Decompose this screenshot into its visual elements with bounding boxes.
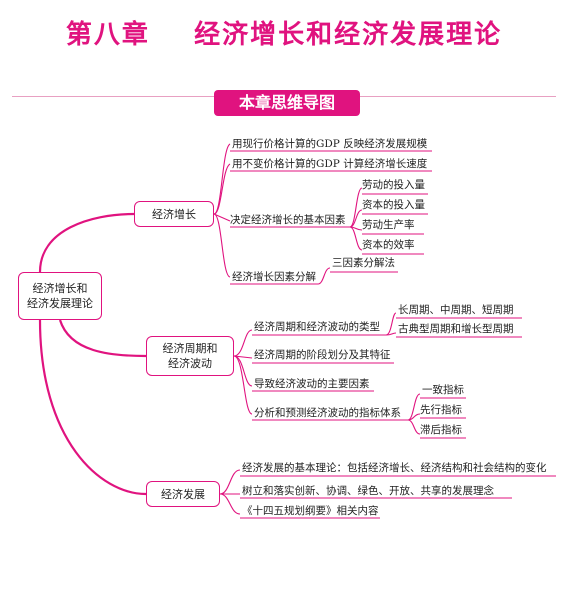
factor-capital-input: 资本的投入量 — [362, 199, 425, 211]
growth-item-current-price-gdp: 用现行价格计算的GDP 反映经济发展规模 — [232, 138, 428, 150]
branch2-line-2: 经济波动 — [168, 357, 212, 370]
cycle-item-phases: 经济周期的阶段划分及其特征 — [254, 349, 391, 361]
cycle-item-types: 经济周期和经济波动的类型 — [254, 321, 380, 333]
cycle-type-classical-growth: 古典型周期和增长型周期 — [398, 323, 514, 335]
cycle-item-causes: 导致经济波动的主要因素 — [254, 378, 370, 390]
branch-node-business-cycle: 经济周期和 经济波动 — [146, 336, 234, 376]
branch-node-economic-development: 经济发展 — [146, 481, 220, 507]
root-to-branch3 — [38, 319, 147, 496]
three-factor-decomposition: 三因素分解法 — [332, 257, 395, 269]
factor-labor-productivity: 劳动生产率 — [362, 219, 415, 231]
branch2-line-1: 经济周期和 — [162, 342, 218, 355]
branch1-label: 经济增长 — [152, 207, 196, 221]
mind-map-banner: 本章思维导图 — [214, 90, 360, 116]
indicator-coincident: 一致指标 — [422, 384, 464, 396]
growth-item-factor-decomposition: 经济增长因素分解 — [232, 271, 316, 283]
growth-item-basic-factors: 决定经济增长的基本因素 — [230, 214, 346, 226]
root-line-2: 经济发展理论 — [27, 297, 93, 310]
root-node: 经济增长和 经济发展理论 — [18, 272, 102, 320]
development-item-concepts: 树立和落实创新、协调、绿色、开放、共享的发展理念 — [242, 485, 494, 497]
branch3-label: 经济发展 — [161, 487, 205, 501]
factor-labor-input: 劳动的投入量 — [362, 179, 425, 191]
root-to-branch1 — [38, 212, 135, 273]
indicator-lagging: 滞后指标 — [420, 424, 462, 436]
growth-item-constant-price-gdp: 用不变价格计算的GDP 计算经济增长速度 — [232, 158, 428, 170]
indicator-leading: 先行指标 — [420, 404, 462, 416]
branch-node-economic-growth: 经济增长 — [134, 201, 214, 227]
cycle-item-indicator-system: 分析和预测经济波动的指标体系 — [254, 407, 401, 419]
root-line-1: 经济增长和 — [32, 282, 88, 295]
development-item-14th-plan: 《十四五规划纲要》相关内容 — [242, 505, 379, 517]
factor-capital-efficiency: 资本的效率 — [362, 239, 415, 251]
development-item-basic-theory: 经济发展的基本理论：包括经济增长、经济结构和社会结构的变化 — [242, 462, 547, 474]
chapter-title: 第八章 经济增长和经济发展理论 — [65, 20, 503, 50]
root-to-branch2 — [58, 319, 147, 358]
cycle-type-periods: 长周期、中周期、短周期 — [398, 304, 514, 316]
